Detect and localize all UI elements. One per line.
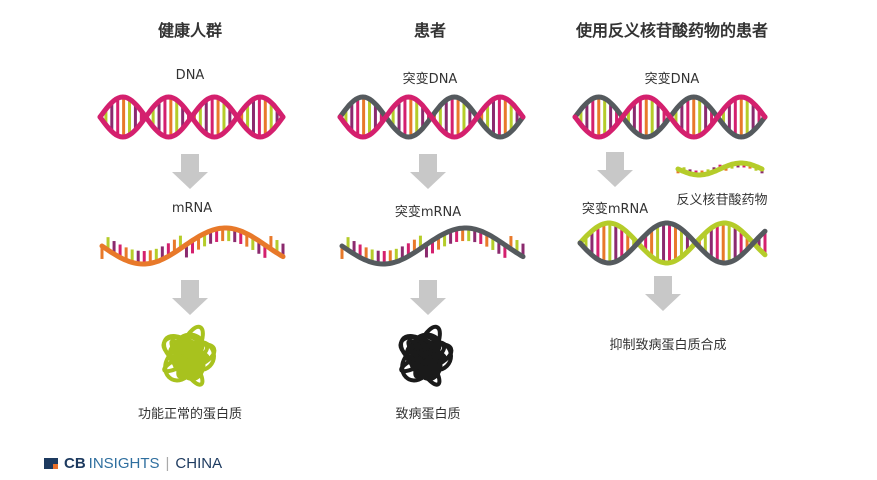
mrna-mutant-strand bbox=[339, 225, 526, 267]
dna-mutant-strand bbox=[337, 94, 526, 140]
mrna-bound-strand bbox=[577, 220, 768, 266]
dna-healthy-strand bbox=[97, 94, 286, 140]
arrow-down-icon bbox=[410, 280, 446, 315]
mrna-bound-strand-back bbox=[577, 220, 768, 266]
antisense-drug-strand bbox=[675, 160, 765, 178]
logo-icon bbox=[44, 458, 58, 469]
logo-separator: | bbox=[165, 455, 170, 472]
protein-healthy bbox=[177, 350, 205, 387]
arrow-down-icon bbox=[172, 280, 208, 315]
label-mutant-dna-treated: 突变DNA bbox=[644, 72, 700, 87]
dna-mutant-treated-strand bbox=[572, 94, 768, 140]
arrow-down-icon bbox=[410, 154, 446, 189]
logo-region: CHINA bbox=[175, 455, 223, 472]
label-dna: DNA bbox=[175, 68, 205, 83]
label-inhibit-synthesis: 抑制致病蛋白质合成 bbox=[609, 338, 727, 353]
arrow-down-icon bbox=[645, 276, 681, 311]
label-mutant-mrna-treated: 突变mRNA bbox=[581, 202, 649, 217]
label-normal-protein: 功能正常的蛋白质 bbox=[137, 407, 243, 422]
protein-healthy bbox=[171, 343, 206, 377]
title-patient: 患者 bbox=[413, 21, 447, 40]
label-disease-protein: 致病蛋白质 bbox=[395, 407, 461, 422]
arrow-down-icon bbox=[172, 154, 208, 189]
label-mutant-dna: 突变DNA bbox=[402, 72, 458, 87]
protein-disease bbox=[408, 343, 443, 377]
label-mrna: mRNA bbox=[171, 201, 213, 216]
arrow-down-icon bbox=[597, 152, 633, 187]
mrna-healthy-strand bbox=[99, 225, 286, 267]
label-antisense-drug: 反义核苷酸药物 bbox=[676, 193, 768, 208]
logo-brand2: INSIGHTS bbox=[88, 455, 160, 472]
title-healthy: 健康人群 bbox=[157, 21, 223, 40]
label-mutant-mrna: 突变mRNA bbox=[394, 205, 462, 220]
logo-brand: CB bbox=[64, 455, 86, 472]
title-treated: 使用反义核苷酸药物的患者 bbox=[575, 21, 769, 40]
protein-disease bbox=[414, 350, 442, 387]
